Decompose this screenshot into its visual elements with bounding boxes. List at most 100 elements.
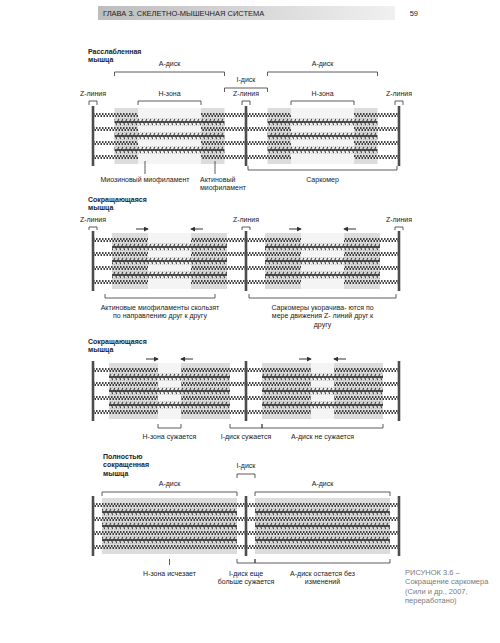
band-label: Н-зона xyxy=(305,90,341,98)
note-text: Н-зона сужается xyxy=(138,433,202,441)
z-line-label: Z-линия xyxy=(228,90,264,98)
panel-title: Полностью сокращенная мышца xyxy=(103,453,165,478)
drawing-part xyxy=(299,359,311,360)
label-slot: Н-зона xyxy=(305,90,341,98)
label-slot: Миозиновый миофиламент xyxy=(95,176,195,184)
note-text: Н-зона исчезает xyxy=(137,570,203,578)
label-slot: Z-линия xyxy=(381,90,417,98)
label-slot: А-диск xyxy=(303,480,343,488)
z-line-label: Z-линия xyxy=(381,216,417,224)
label-slot: А-диск xyxy=(150,60,190,68)
sarcomere xyxy=(246,108,399,164)
drawing-part xyxy=(92,231,95,291)
note-text: А-диск не сужается xyxy=(287,433,359,441)
drawing-part xyxy=(268,72,378,76)
label-slot: Z-линия xyxy=(75,216,111,224)
label-slot: А-диск не сужается xyxy=(287,433,359,441)
movement-arrows xyxy=(136,229,356,359)
drawing-part xyxy=(138,101,201,105)
drawing-part xyxy=(262,424,383,428)
drawing-part xyxy=(398,361,401,421)
drawing-part xyxy=(89,101,97,105)
drawing-part xyxy=(395,101,403,105)
drawing-part xyxy=(249,294,396,298)
drawing-part xyxy=(248,166,397,170)
sarcomere-label: Саркомер xyxy=(298,176,348,184)
drawing-part xyxy=(146,359,158,360)
brackets xyxy=(89,72,403,565)
drawing-part xyxy=(237,474,255,478)
drawing-part xyxy=(398,496,401,556)
drawing-part xyxy=(334,359,346,360)
drawing-part xyxy=(395,227,403,230)
filament-label: Миозиновый миофиламент xyxy=(95,176,195,184)
sarcomere xyxy=(93,233,246,289)
label-slot: Сокращающаяся мышца xyxy=(88,338,150,355)
note-text: I-диск еще больше сужается xyxy=(217,570,275,587)
drawing-part xyxy=(102,492,237,496)
sarcomere xyxy=(93,108,246,164)
label-slot: Z-линия xyxy=(228,216,264,224)
figure-caption: РИСУНОК 3.6 – Сокращение саркомера (Сили… xyxy=(405,568,493,606)
drawing-part xyxy=(191,229,203,230)
band-label: А-диск xyxy=(303,60,343,68)
note-text: I-диск сужается xyxy=(216,433,276,441)
page-number: 59 xyxy=(398,9,418,18)
drawing-part xyxy=(181,359,193,360)
band-label: А-диск xyxy=(150,480,190,488)
drawing-part xyxy=(115,72,225,76)
label-slot: А-диск остается без изменений xyxy=(287,570,359,587)
drawing-part xyxy=(289,229,301,230)
drawing-part xyxy=(245,496,248,556)
note-text: Саркомеры укорачива- ются по мере движен… xyxy=(270,304,375,329)
label-slot: Саркомеры укорачива- ются по мере движен… xyxy=(270,304,375,329)
drawing-part xyxy=(158,424,181,428)
band-label: I-диск xyxy=(231,462,261,470)
drawing-part xyxy=(255,492,390,496)
sarcomere xyxy=(246,363,399,419)
z-line-label: Z-линия xyxy=(75,90,111,98)
band-label: I-диск xyxy=(231,76,261,84)
label-slot: I-диск xyxy=(231,76,261,84)
band-label: А-диск xyxy=(150,60,190,68)
drawing-part xyxy=(398,231,401,291)
drawing-part xyxy=(136,229,148,230)
drawing-part xyxy=(245,231,248,291)
sarcomere xyxy=(246,498,399,554)
drawing-part xyxy=(89,227,97,230)
drawing-part xyxy=(169,559,170,565)
z-lines xyxy=(93,106,399,556)
drawing-part xyxy=(92,361,95,421)
z-line-label: Z-линия xyxy=(381,90,417,98)
panel-title: Сокращающаяся мышца xyxy=(88,338,150,355)
label-slot: I-диск сужается xyxy=(216,433,276,441)
drawing-part xyxy=(230,424,262,428)
label-slot: Н-зона сужается xyxy=(138,433,202,441)
sarcomere xyxy=(93,363,246,419)
label-slot: А-диск xyxy=(303,60,343,68)
page-header: ГЛАВА 3. СКЕЛЕТНО-МЫШЕЧНАЯ СИСТЕМА xyxy=(103,9,363,18)
label-slot: Н-зона xyxy=(152,90,188,98)
label-slot: Саркомер xyxy=(298,176,348,184)
header-bar xyxy=(98,6,395,20)
label-slot: I-диск xyxy=(231,462,261,470)
drawing-part xyxy=(245,106,248,166)
drawing-part xyxy=(344,229,356,230)
label-slot: Z-линия xyxy=(75,90,111,98)
panel-title: Сокращающаяся мышца xyxy=(88,196,150,213)
sarcomere xyxy=(93,498,246,554)
note-text: Актиновые миофиламенты скользят по напра… xyxy=(100,304,220,321)
note-text: А-диск остается без изменений xyxy=(287,570,359,587)
label-slot: Полностью сокращенная мышца xyxy=(103,453,165,478)
filament-label: Актиновый миофиламент xyxy=(200,176,252,193)
drawing-part xyxy=(242,227,250,230)
panel-title: Расслабленная мышца xyxy=(88,48,150,65)
sarcomere xyxy=(246,233,399,289)
drawing-part xyxy=(291,101,354,105)
label-slot: Актиновые миофиламенты скользят по напра… xyxy=(100,304,220,321)
label-slot: Сокращающаяся мышца xyxy=(88,196,150,213)
drawing-part xyxy=(237,559,255,563)
label-slot: А-диск xyxy=(150,480,190,488)
z-line-label: Z-линия xyxy=(228,216,264,224)
label-slot: I-диск еще больше сужается xyxy=(217,570,275,587)
